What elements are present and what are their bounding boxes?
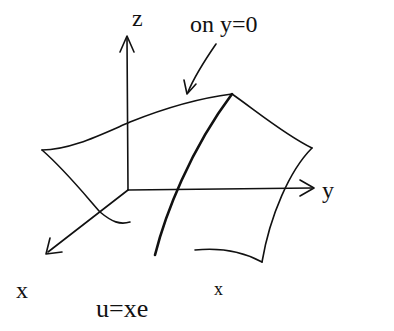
pointer-arrowhead: [184, 80, 196, 94]
surface-edge: [42, 94, 232, 150]
axis-label: y: [322, 178, 334, 202]
surface-edge: [262, 148, 312, 262]
pointer-line: [188, 44, 216, 92]
x-arrowhead: [46, 238, 62, 254]
note-label: on y=0: [190, 12, 258, 36]
formula-exponent: x: [214, 280, 223, 298]
axis-label: x: [16, 278, 28, 302]
formula-label: u=xe: [96, 296, 148, 322]
surface-edge: [42, 150, 130, 223]
surface-edge: [195, 249, 262, 262]
z-arrowhead: [120, 36, 134, 52]
y-arrowhead: [300, 180, 314, 196]
section-curve: [155, 94, 232, 255]
axis-label: z: [132, 6, 143, 30]
z-axis: [127, 38, 128, 190]
surface-edge: [232, 94, 312, 148]
